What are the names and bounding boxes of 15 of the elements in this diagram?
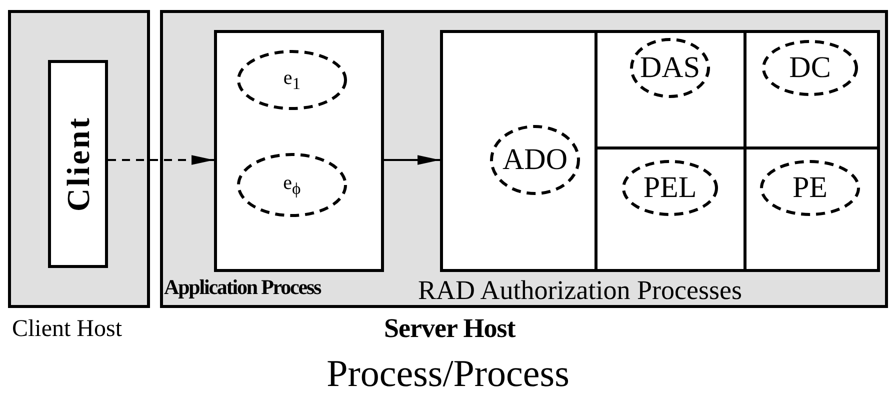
host-label: Client Host: [12, 316, 122, 343]
process-label: Application Process: [164, 275, 321, 300]
diagram-caption: Process/Process: [326, 352, 570, 396]
process-ellipse: DC: [762, 40, 858, 96]
process-ellipse: e$_{ϕ}$: [237, 153, 347, 217]
process-ellipse: ADO: [490, 125, 580, 195]
process-ellipse: DAS: [630, 38, 710, 98]
client-box: Client: [48, 60, 108, 268]
arrow: [108, 155, 214, 165]
process-label: RAD Authorization Processes: [418, 275, 742, 306]
process-ellipse: e$_{1}$: [237, 50, 347, 110]
process-ellipse: PE: [760, 160, 860, 216]
host-label: Server Host: [384, 313, 516, 344]
arrow: [384, 155, 440, 165]
process-ellipse: PEL: [622, 160, 718, 216]
